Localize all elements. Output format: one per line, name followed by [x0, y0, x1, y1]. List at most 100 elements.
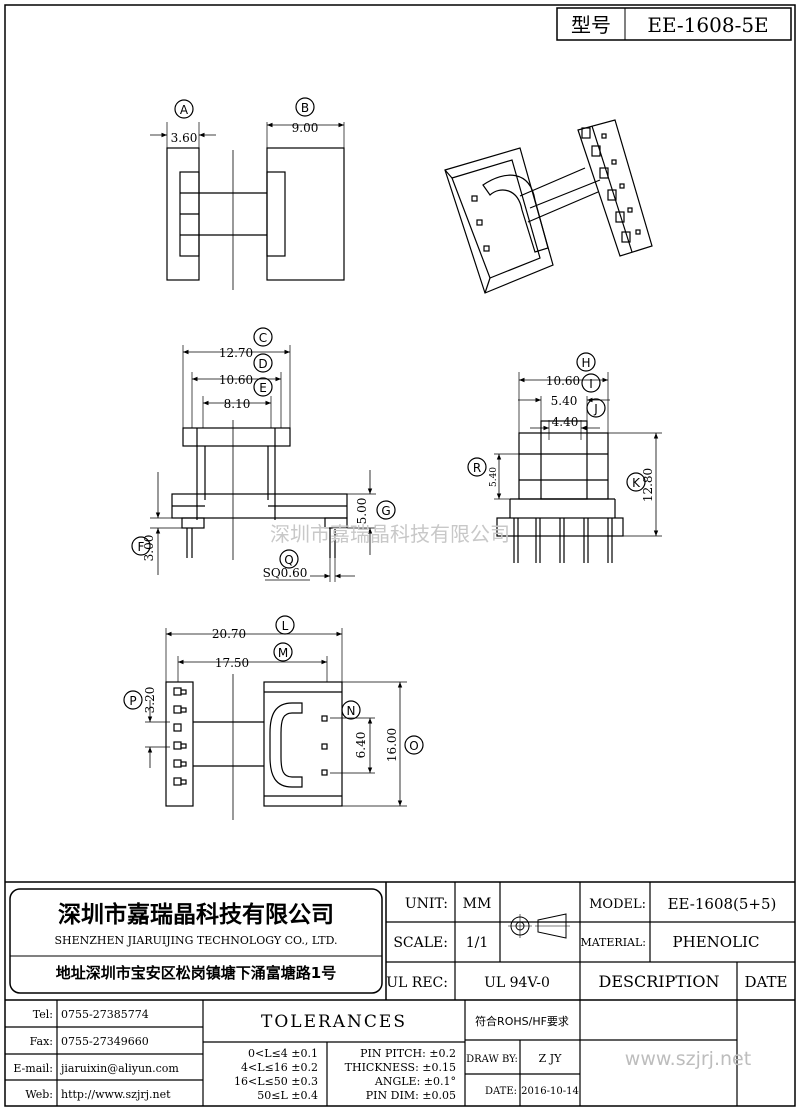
angle-tolerance: ANGLE: ±0.1° [374, 1075, 456, 1088]
dim-callout-k: K [626, 472, 646, 492]
web-label: Web: [25, 1088, 53, 1101]
dim-value-h: 10.60 [546, 374, 580, 388]
email-label: E-mail: [13, 1062, 53, 1075]
dim-value-b: 9.00 [292, 121, 319, 135]
dim-value-k: 12.80 [641, 468, 655, 502]
date-label: DATE: [485, 1086, 517, 1097]
web-value: http://www.szjrj.net [61, 1088, 171, 1101]
dim-value-e: 8.10 [224, 397, 251, 411]
dim-value-i: 5.40 [551, 394, 578, 408]
dim-value-j: 4.40 [552, 415, 579, 429]
company-name-en: SHENZHEN JIARUIJING TECHNOLOGY CO., LTD. [54, 934, 337, 947]
front-view [150, 122, 345, 290]
dim-letter-f: F [138, 540, 145, 554]
dim-callout-c: C [253, 327, 273, 347]
sheet-border [4, 4, 796, 1107]
ul-rec-label: UL REC: [386, 975, 448, 991]
tolerance-row-3: 16<L≤50 ±0.3 [234, 1075, 318, 1088]
fax-label: Fax: [30, 1035, 53, 1048]
company-address: 地址深圳市宝安区松岗镇塘下涌富塘路1号 [56, 964, 336, 982]
model-label: 型号 [571, 13, 611, 37]
material-label: MATERIAL: [580, 936, 646, 949]
dim-letter-c: C [259, 331, 267, 345]
dim-letter-d: D [258, 357, 267, 371]
dim-letter-h: H [581, 356, 590, 370]
tel-label: Tel: [33, 1008, 53, 1021]
rohs-compliance-note: 符合ROHS/HF要求 [475, 1014, 569, 1028]
dim-letter-r: R [473, 461, 481, 475]
pin-dim-tolerance: PIN DIM: ±0.05 [366, 1089, 456, 1102]
dim-callout-q: Q [279, 549, 299, 569]
description-header: DESCRIPTION [599, 972, 720, 991]
unit-value: MM [463, 896, 492, 912]
thickness-tolerance: THICKNESS: ±0.15 [345, 1061, 456, 1074]
dim-callout-f: F [131, 536, 151, 556]
title-block [5, 881, 795, 1106]
dim-callout-i: I [581, 373, 601, 393]
dim-callout-p: P [123, 690, 143, 710]
dim-callout-a: A [174, 99, 194, 119]
model-field-label: MODEL: [589, 897, 646, 912]
dim-callout-d: D [253, 353, 273, 373]
dim-letter-o: O [409, 739, 418, 753]
dim-letter-j: J [593, 402, 598, 416]
dim-value-n: 6.40 [354, 732, 368, 759]
dim-letter-i: I [589, 377, 593, 391]
email-value: jiaruixin@aliyun.com [59, 1062, 179, 1075]
dim-value-m: 17.50 [215, 656, 249, 670]
material-value: PHENOLIC [673, 933, 760, 951]
tolerances-title: TOLERANCES [261, 1012, 407, 1032]
date-value: 2016-10-14 [521, 1086, 579, 1097]
dim-callout-b: B [295, 97, 315, 117]
model-number: EE-1608-5E [647, 13, 768, 37]
dim-letter-g: G [381, 504, 390, 518]
top-view [145, 628, 407, 820]
dim-letter-b: B [301, 101, 309, 115]
dim-letter-p: P [129, 694, 136, 708]
tolerance-row-2: 4<L≤16 ±0.2 [241, 1061, 318, 1074]
dim-callout-n: N [341, 700, 361, 720]
unit-label: UNIT: [405, 896, 448, 912]
watermark-text: 深圳市嘉瑞晶科技有限公司 [270, 522, 510, 546]
draw-by-label: DRAW BY: [466, 1054, 518, 1065]
date-header: DATE [745, 973, 788, 991]
end-view [494, 372, 662, 563]
scale-label: SCALE: [393, 935, 448, 951]
dim-value-d: 10.60 [219, 373, 253, 387]
dim-letter-n: N [347, 704, 356, 718]
dim-letter-k: K [632, 476, 641, 490]
dim-value-a: 3.60 [171, 131, 198, 145]
pin-pitch-tolerance: PIN PITCH: ±0.2 [360, 1047, 456, 1060]
dim-letter-l: L [282, 619, 289, 633]
ul-rec-value: UL 94V-0 [484, 975, 550, 991]
dim-callout-m: M [273, 642, 293, 662]
side-view [150, 345, 376, 582]
dim-letter-e: E [259, 381, 267, 395]
dim-value-g: 5.00 [355, 498, 369, 525]
isometric-view [444, 119, 653, 294]
dim-value-l: 20.70 [212, 627, 246, 641]
dim-callout-g: G [376, 500, 396, 520]
dim-callout-l: L [275, 615, 295, 635]
tolerance-row-4: 50≤L ±0.4 [257, 1089, 318, 1102]
dim-callout-j: J [586, 398, 606, 418]
dim-letter-q: Q [284, 553, 293, 567]
tel-value: 0755-27385774 [61, 1008, 149, 1021]
dim-callout-e: E [253, 377, 273, 397]
dim-value-r: 5.40 [489, 467, 499, 487]
scale-value: 1/1 [466, 935, 489, 951]
dim-letter-m: M [278, 646, 288, 660]
fax-value: 0755-27349660 [61, 1035, 149, 1048]
dim-value-f: 3.00 [142, 535, 156, 562]
dim-value-o: 16.00 [385, 728, 399, 762]
tolerance-row-1: 0<L≤4 ±0.1 [248, 1047, 318, 1060]
draw-by-value: Z JY [539, 1052, 563, 1065]
dim-value-q: SQ0.60 [263, 566, 308, 580]
model-title-box: 型号 EE-1608-5E [556, 7, 792, 41]
website-mark: www.szjrj.net [625, 1048, 751, 1070]
model-field-value: EE-1608(5+5) [668, 895, 777, 913]
dim-callout-h: H [576, 352, 596, 372]
dim-letter-a: A [180, 103, 189, 117]
dim-callout-r: R [467, 457, 487, 477]
